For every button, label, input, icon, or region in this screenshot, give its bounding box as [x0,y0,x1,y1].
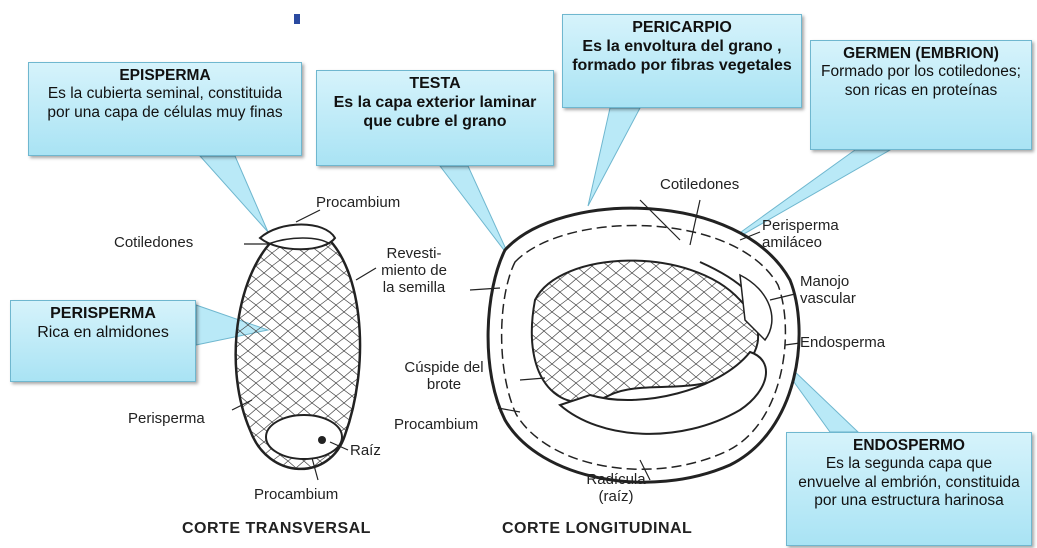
pointer-pericarpio [588,108,640,206]
pointer-testa [440,166,510,258]
label-procambium-bottom: Procambium [254,486,338,503]
pericarpio-title: PERICARPIO [569,19,795,38]
testa-title: TESTA [323,75,547,94]
label-cotiledones-right: Cotiledones [660,176,739,193]
perisperma-text: Rica en almidones [17,324,189,343]
caption-longitudinal: CORTE LONGITUDINAL [502,520,692,538]
episperma-text: Es la cubierta seminal, constituida por … [35,85,295,122]
label-raiz: Raíz [350,442,381,459]
label-radicula: Radícula (raíz) [578,472,654,506]
perisperma-title: PERISPERMA [17,305,189,324]
label-endosperma: Endosperma [800,334,885,351]
label-procambium-mid: Procambium [394,416,478,433]
perisperma-callout: PERISPERMA Rica en almidones [10,300,196,382]
germen-title: GERMEN (EMBRION) [817,45,1025,63]
germen-text: Formado por los cotiledones; son ricas e… [817,63,1025,100]
label-procambium-top: Procambium [316,194,400,211]
label-cuspide: Cúspide del brote [398,360,490,394]
pericarpio-callout: PERICARPIO Es la envoltura del grano , f… [562,14,802,108]
label-perisperma-left: Perisperma [128,410,205,427]
pericarpio-text: Es la envoltura del grano , formado por … [569,38,795,76]
transverse-section [232,210,376,480]
endospermo-callout: ENDOSPERMO Es la segunda capa que envuel… [786,432,1032,546]
label-revestimiento: Revesti- miento de la semilla [376,246,452,296]
episperma-callout: EPISPERMA Es la cubierta seminal, consti… [28,62,302,156]
episperma-title: EPISPERMA [35,67,295,85]
pointer-episperma [200,156,268,232]
testa-text: Es la capa exterior laminar que cubre el… [323,94,547,132]
endospermo-title: ENDOSPERMO [793,437,1025,455]
label-cotiledones-left: Cotiledones [114,234,193,251]
label-perisperma-amilaceo: Perisperma amiláceo [762,218,858,252]
endospermo-text: Es la segunda capa que envuelve al embri… [793,455,1025,510]
longitudinal-section [470,200,800,482]
caption-transversal: CORTE TRANSVERSAL [182,520,371,538]
germen-callout: GERMEN (EMBRION) Formado por los cotiled… [810,40,1032,150]
label-manojo-vascular: Manojo vascular [800,274,884,308]
testa-callout: TESTA Es la capa exterior laminar que cu… [316,70,554,166]
